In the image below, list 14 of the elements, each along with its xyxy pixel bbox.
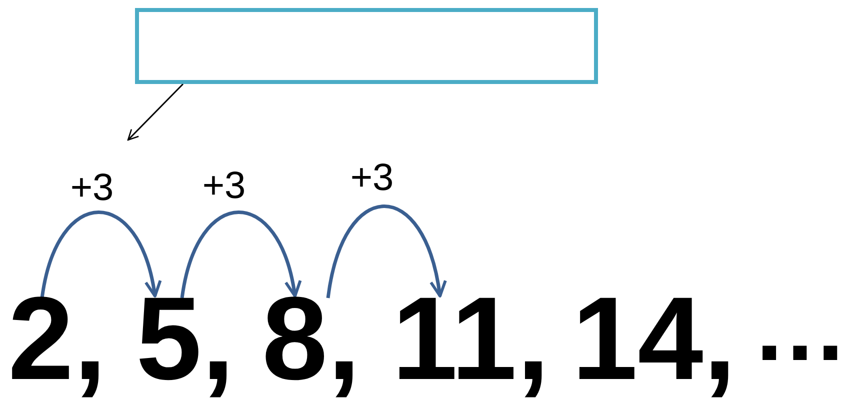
edge-label: +3 (202, 167, 246, 205)
sequence-number: 8, (262, 280, 360, 398)
arrow (127, 83, 184, 141)
edge-label: +3 (350, 159, 394, 197)
curved-arrow (180, 210, 301, 298)
sequence-number: … (752, 280, 848, 376)
sequence-number: 5, (136, 280, 234, 398)
curved-arrow (40, 210, 161, 298)
edge-label: +3 (70, 169, 114, 207)
empty-box (135, 8, 598, 84)
sequence-number: 2, (8, 280, 106, 398)
curved-arrow (326, 204, 446, 298)
sequence-number: 11, (392, 280, 550, 398)
sequence-number: 14, (572, 280, 736, 398)
